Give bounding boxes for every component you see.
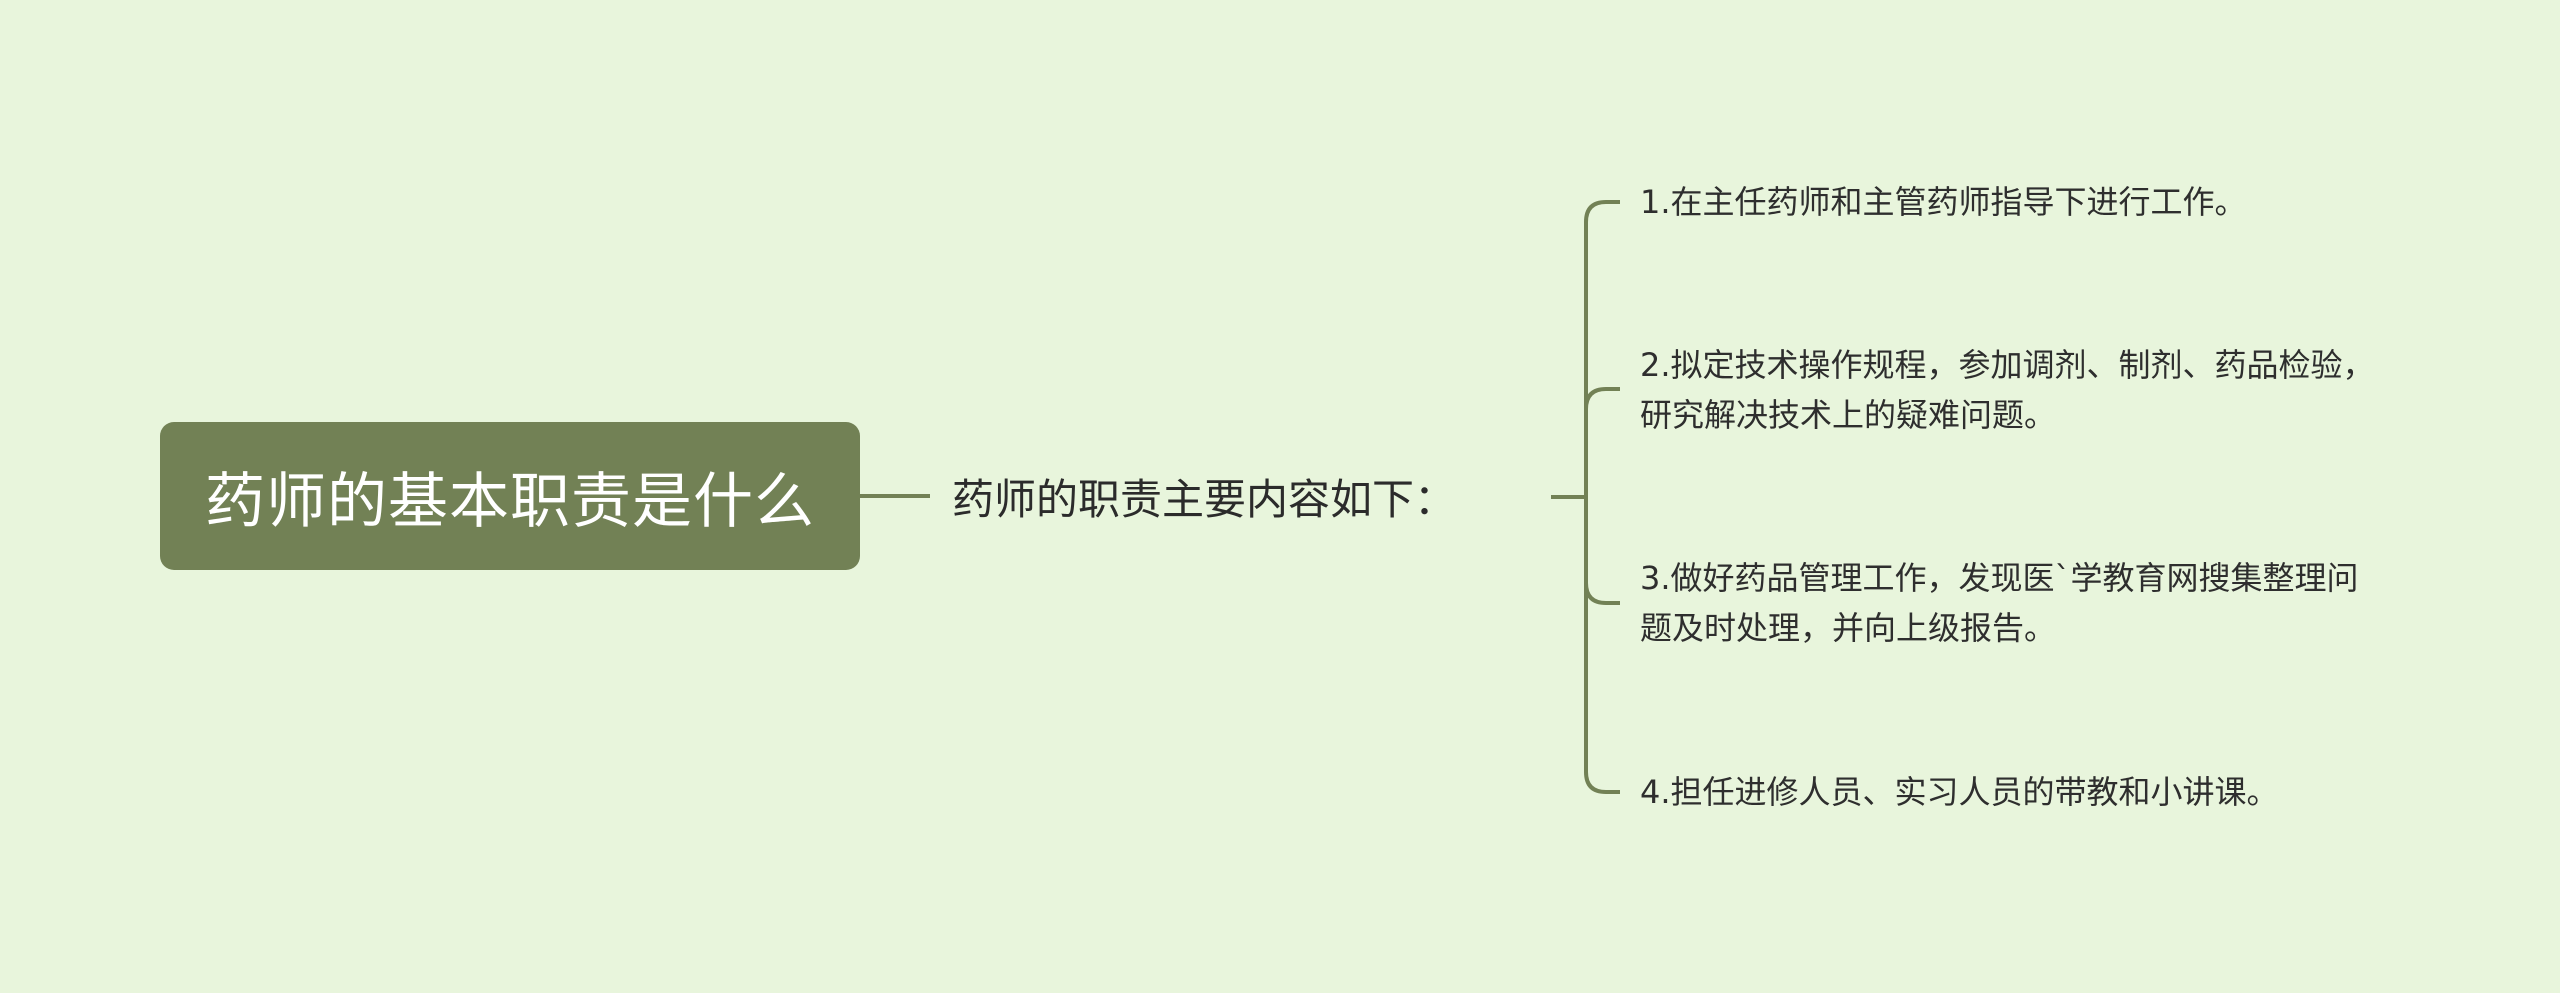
leaf-topic-1-label: 1.在主任药师和主管药师指导下进行工作。 bbox=[1640, 183, 2247, 221]
branch-topic-node[interactable]: 药师的职责主要内容如下： bbox=[952, 466, 1456, 526]
leaf-topic-3-label: 3.做好药品管理工作，发现医`学教育网搜集整理问题及时处理，并向上级报告。 bbox=[1640, 559, 2359, 647]
leaf-topic-3[interactable]: 3.做好药品管理工作，发现医`学教育网搜集整理问题及时处理，并向上级报告。 bbox=[1640, 553, 2360, 653]
root-topic-label: 药师的基本职责是什么 bbox=[205, 466, 815, 537]
leaf-topic-1[interactable]: 1.在主任药师和主管药师指导下进行工作。 bbox=[1640, 177, 2400, 227]
leaf-topic-4[interactable]: 4.担任进修人员、实习人员的带教和小讲课。 bbox=[1640, 767, 2400, 817]
root-to-branch-connector bbox=[860, 494, 930, 498]
root-topic-node[interactable]: 药师的基本职责是什么 bbox=[160, 422, 860, 570]
branch-topic-label: 药师的职责主要内容如下： bbox=[952, 474, 1457, 524]
leaf-topic-2-label: 2.拟定技术操作规程，参加调剂、制剂、药品检验，研究解决技术上的疑难问题。 bbox=[1640, 346, 2375, 434]
leaf-topic-2[interactable]: 2.拟定技术操作规程，参加调剂、制剂、药品检验，研究解决技术上的疑难问题。 bbox=[1640, 340, 2380, 440]
leaf-topic-4-label: 4.担任进修人员、实习人员的带教和小讲课。 bbox=[1640, 773, 2279, 811]
